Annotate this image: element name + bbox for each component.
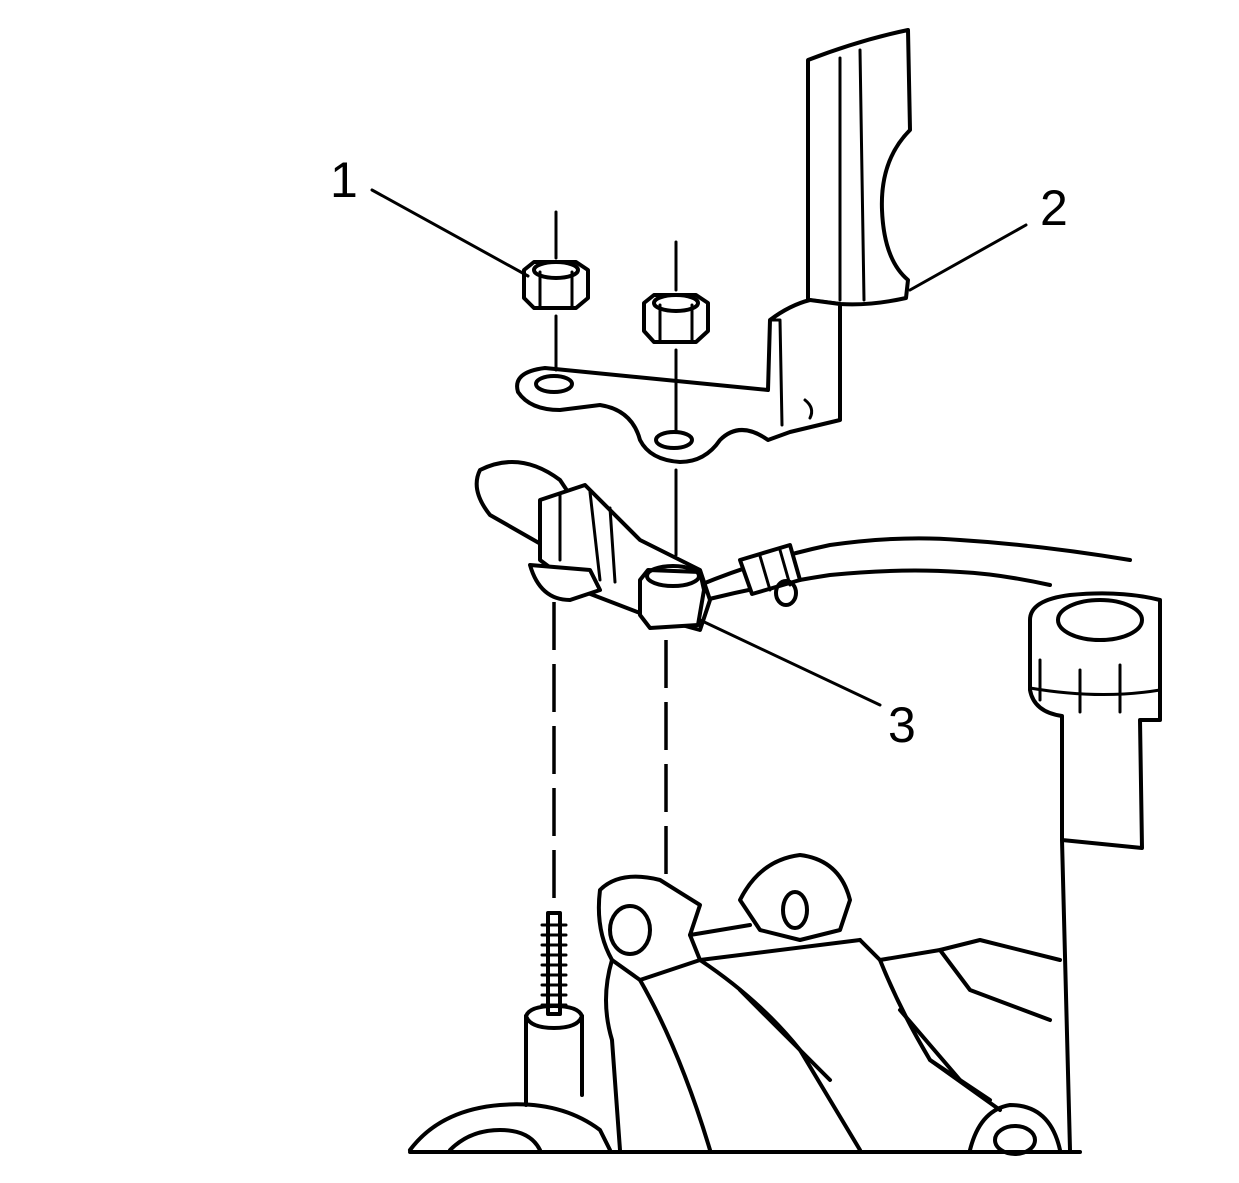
leader-line-3	[698, 618, 882, 707]
engine-casting	[408, 853, 1082, 1156]
bracket-plate	[515, 298, 842, 464]
stud	[524, 911, 584, 1107]
leader-lines	[370, 188, 1028, 707]
alignment-lines	[552, 210, 678, 905]
nut-left	[522, 260, 590, 310]
callout-label-1: 1	[330, 152, 358, 208]
callout-label-3: 3	[888, 697, 916, 753]
sensor-assembly	[474, 460, 1132, 632]
bracket-hole-right	[654, 430, 694, 450]
nut-right	[642, 293, 710, 344]
callout-label-2: 2	[1040, 180, 1068, 236]
bracket-hole-left	[534, 374, 574, 394]
leader-line-2	[908, 223, 1028, 292]
leader-line-1	[370, 188, 530, 278]
round-housing	[1028, 591, 1162, 1152]
bracket-strap	[806, 28, 912, 307]
